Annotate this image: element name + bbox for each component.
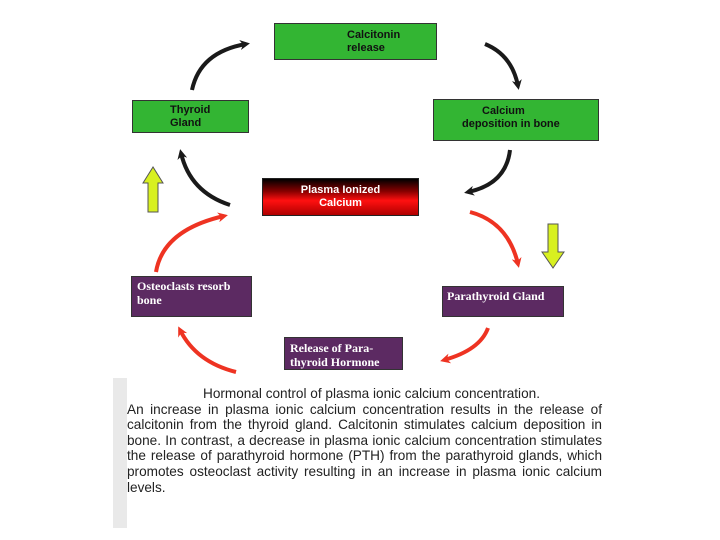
figure-caption: Hormonal control of plasma ionic calcium… [127, 386, 602, 495]
arrow-plasma-to-parathyroid [469, 210, 522, 268]
thyroid-gland-line2: Gland [170, 117, 202, 129]
parathyroid-gland-box: Parathyroid Gland [442, 286, 564, 317]
arrow-parathyroid-to-pth [440, 327, 490, 364]
calcitonin-release-line2: release [347, 42, 385, 54]
osteoclasts-box: Osteoclasts resorb bone [131, 276, 252, 317]
caption-body: An increase in plasma ionic calcium conc… [127, 401, 602, 495]
pth-release-line2: thyroid Hormone [290, 355, 380, 369]
thyroid-gland-box: Thyroid Gland [132, 100, 249, 133]
arrow-pth-to-osteoclasts [178, 326, 237, 374]
increase-up-arrow [142, 166, 164, 213]
calcium-deposition-line1: Calcium [482, 105, 525, 117]
pth-release-line1: Release of Para- [290, 341, 374, 355]
arrow-osteoclasts-to-plasma [154, 212, 228, 273]
plasma-calcium-line1: Plasma Ionized [300, 184, 381, 196]
calcitonin-release-line1: Calcitonin [347, 29, 401, 41]
arrow-plasma-to-thyroid [177, 149, 231, 207]
thyroid-gland-line1: Thyroid [170, 104, 211, 116]
osteoclasts-line2: bone [137, 293, 162, 307]
page-shadow-left [113, 378, 127, 528]
osteoclasts-line1: Osteoclasts resorb [137, 279, 231, 293]
parathyroid-gland-line1: Parathyroid Gland [447, 289, 545, 303]
calcium-deposition-line2: deposition in bone [462, 118, 560, 130]
plasma-ionized-calcium-box: Plasma Ionized Calcium [262, 178, 419, 216]
arrow-thyroid-to-calcitonin [190, 40, 250, 91]
pth-release-box: Release of Para- thyroid Hormone [284, 337, 403, 370]
decrease-down-arrow [541, 223, 565, 269]
caption-title: Hormonal control of plasma ionic calcium… [203, 386, 540, 401]
arrow-calcitonin-to-deposition [484, 42, 522, 90]
calcium-deposition-box: Calcium deposition in bone [433, 99, 599, 141]
arrow-deposition-to-plasma [464, 149, 512, 196]
calcitonin-release-box: Calcitonin release [274, 23, 437, 60]
plasma-calcium-line2: Calcium [319, 197, 362, 209]
